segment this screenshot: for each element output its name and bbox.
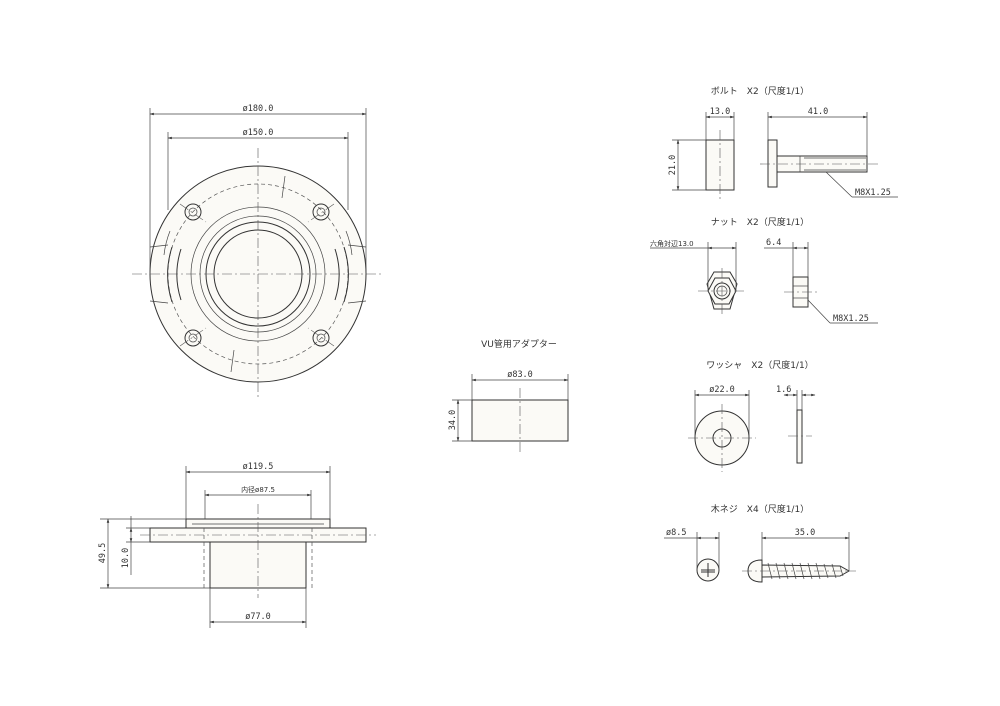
bolt-hole <box>312 203 330 221</box>
washer: ワッシャ X2（尺度1/1） ø22.0 1.6 <box>688 359 816 472</box>
wood-screw: 木ネジ X4（尺度1/1） ø8.5 35.0 <box>664 503 856 583</box>
bolt-thread-label: M8X1.25 <box>855 188 891 198</box>
flange-top-view: ø180.0 ø150.0 <box>132 104 384 398</box>
adapter-title: VU管用アダプター <box>481 338 557 350</box>
dim-nut-width: 六角対辺13.0 <box>650 239 694 248</box>
bolt-hole <box>184 203 202 221</box>
bolt: ボルト X2（尺度1/1） 13.0 21.0 41.0 M8X1.25 <box>668 85 898 200</box>
dim-flange-outer: ø180.0 <box>243 104 274 114</box>
dim-washer-dia: ø22.0 <box>709 385 735 395</box>
bolt-hole <box>184 329 202 347</box>
dim-flange-pcd: ø150.0 <box>243 128 274 138</box>
nut-thread-label: M8X1.25 <box>833 314 869 324</box>
dim-screw-dia: ø8.5 <box>666 528 686 538</box>
dim-flange-top: ø119.5 <box>243 462 274 472</box>
nut-title: ナット X2（尺度1/1） <box>711 216 809 228</box>
nut: ナット X2（尺度1/1） 六角対辺13.0 6.4 M8X1.25 <box>650 216 878 324</box>
dim-bolt-height: 21.0 <box>668 155 678 175</box>
dim-screw-length: 35.0 <box>795 528 815 538</box>
dim-flange-bottom: ø77.0 <box>245 612 271 622</box>
dim-nut-thick: 6.4 <box>766 238 781 248</box>
dim-adapter-height: 34.0 <box>448 410 458 430</box>
dim-bolt-length: 41.0 <box>808 107 828 117</box>
dim-washer-thick: 1.6 <box>776 385 791 395</box>
dim-flange-height: 49.5 <box>98 543 108 563</box>
dim-flange-inner: 内径ø87.5 <box>241 485 275 494</box>
bolt-title: ボルト X2（尺度1/1） <box>711 85 809 97</box>
dim-flange-thickness: 10.0 <box>121 548 131 568</box>
dim-bolt-head: 13.0 <box>710 107 730 117</box>
screw-title: 木ネジ X4（尺度1/1） <box>711 503 809 515</box>
dim-adapter-dia: ø83.0 <box>507 370 533 380</box>
washer-title: ワッシャ X2（尺度1/1） <box>706 359 813 371</box>
vu-adapter: VU管用アダプター ø83.0 34.0 <box>448 338 569 452</box>
flange-side-view: ø119.5 内径ø87.5 ø77.0 49.5 10.0 <box>98 462 376 628</box>
bolt-hole <box>312 329 330 347</box>
